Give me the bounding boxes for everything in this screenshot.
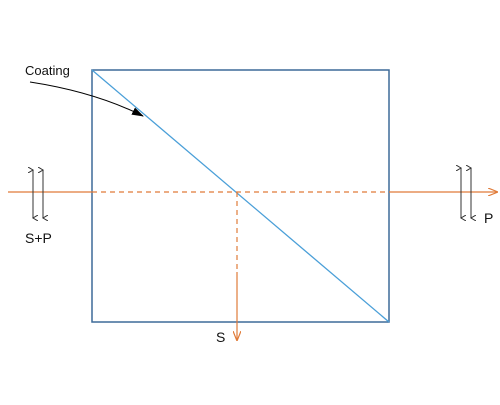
input-polarization-arrows [33, 170, 43, 218]
transmitted-polarization-arrows [461, 168, 471, 218]
coating-pointer-arrow [29, 81, 144, 117]
coating-label: Coating [25, 63, 70, 78]
input-polarization-label: S+P [25, 230, 52, 246]
transmitted-polarization-label: P [484, 210, 493, 226]
beam-splitter-cube [91, 69, 390, 323]
reflected-polarization-label: S [216, 329, 225, 345]
coating-line [91, 69, 390, 323]
